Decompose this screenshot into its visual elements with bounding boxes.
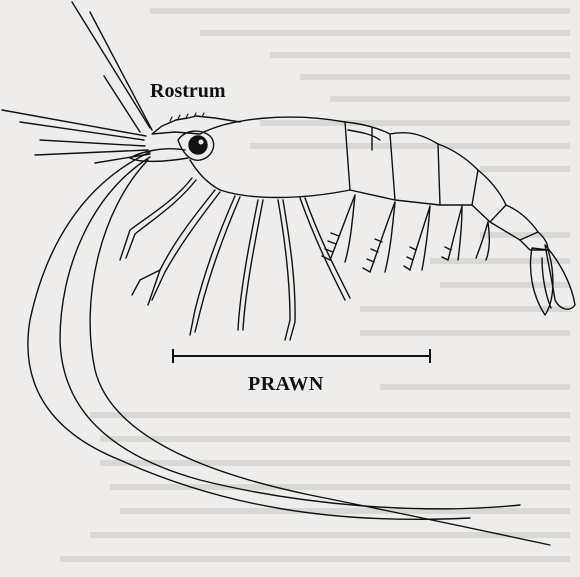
walking-legs bbox=[120, 178, 350, 340]
eye bbox=[178, 131, 214, 160]
rostrum-label: Rostrum bbox=[150, 80, 226, 103]
tail-fan bbox=[531, 245, 575, 315]
scale-bar bbox=[173, 349, 430, 363]
diagram-title: PRAWN bbox=[248, 373, 324, 396]
antennules bbox=[2, 2, 152, 163]
carapace bbox=[190, 117, 350, 197]
abdomen bbox=[345, 122, 548, 250]
bleed-through-text bbox=[60, 8, 570, 562]
